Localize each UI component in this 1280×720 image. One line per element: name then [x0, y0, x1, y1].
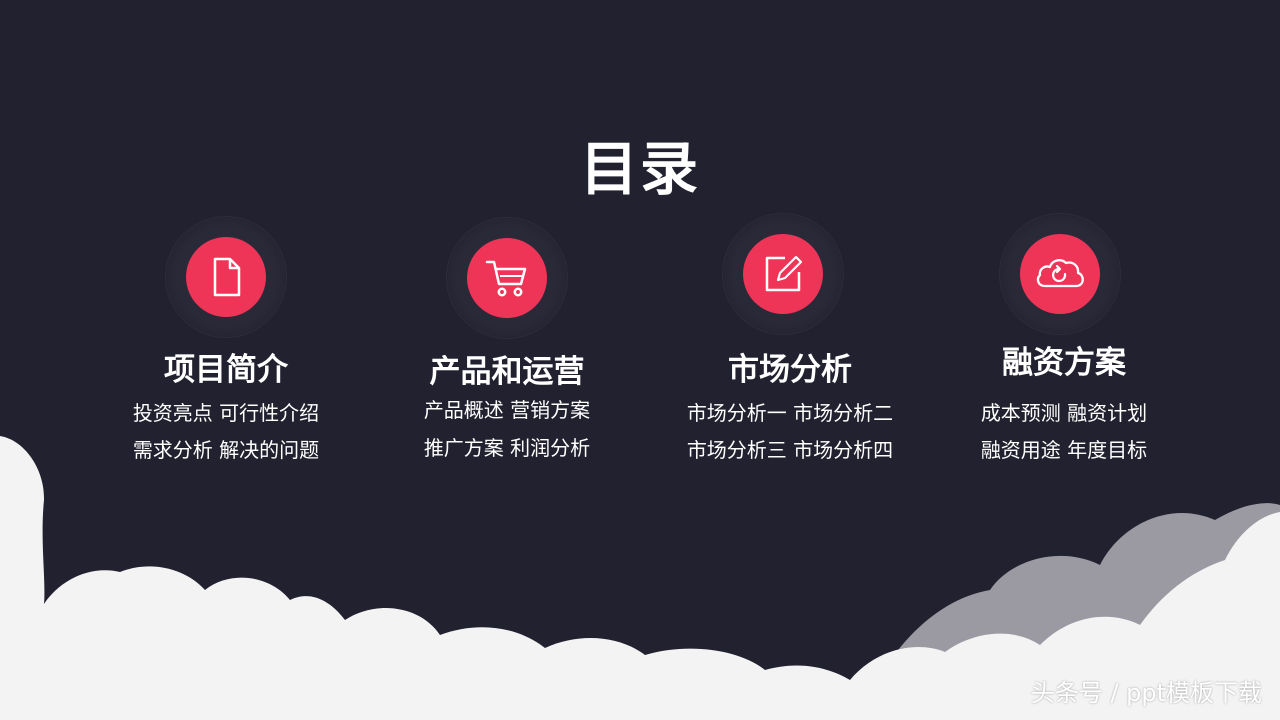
section-title: 市场分析: [728, 352, 852, 388]
section-line: 投资亮点 可行性介绍: [132, 401, 320, 425]
watermark: 头条号 / ppt模板下载: [1030, 679, 1262, 707]
icon-disc: [186, 237, 266, 317]
section-line: 融资用途 年度目标: [980, 438, 1148, 462]
section-financing-plan[interactable]: 融资方案 成本预测 融资计划 融资用途 年度目标: [914, 0, 1214, 480]
icon-disc: [467, 238, 547, 318]
section-market-analysis[interactable]: 市场分析 市场分析一 市场分析二 市场分析三 市场分析四: [640, 0, 940, 480]
icon-halo: [166, 217, 286, 337]
edit-icon: [765, 255, 803, 292]
section-line: 市场分析一 市场分析二: [686, 401, 894, 425]
section-line: 需求分析 解决的问题: [132, 438, 320, 462]
cloud-sync-icon: [1036, 259, 1084, 288]
icon-halo: [1000, 214, 1120, 334]
page-title: 目录: [579, 135, 700, 203]
light-cloud: [0, 436, 1280, 720]
document-icon: [213, 257, 241, 297]
icon-halo: [447, 218, 567, 338]
section-title: 产品和运营: [429, 354, 585, 390]
section-title: 项目简介: [164, 352, 288, 388]
icon-halo: [723, 214, 843, 334]
shopping-cart-icon: [485, 260, 527, 297]
section-product-operations[interactable]: 产品和运营 产品概述 营销方案 推广方案 利润分析: [357, 0, 657, 480]
section-line: 推广方案 利润分析: [423, 436, 591, 460]
section-line: 成本预测 融资计划: [980, 401, 1148, 425]
section-line: 市场分析三 市场分析四: [686, 438, 894, 462]
section-project-intro[interactable]: 项目简介 投资亮点 可行性介绍 需求分析 解决的问题: [76, 0, 376, 480]
section-title: 融资方案: [1002, 345, 1126, 381]
icon-disc: [743, 234, 823, 314]
section-line: 产品概述 营销方案: [423, 398, 591, 422]
icon-disc: [1020, 234, 1100, 314]
